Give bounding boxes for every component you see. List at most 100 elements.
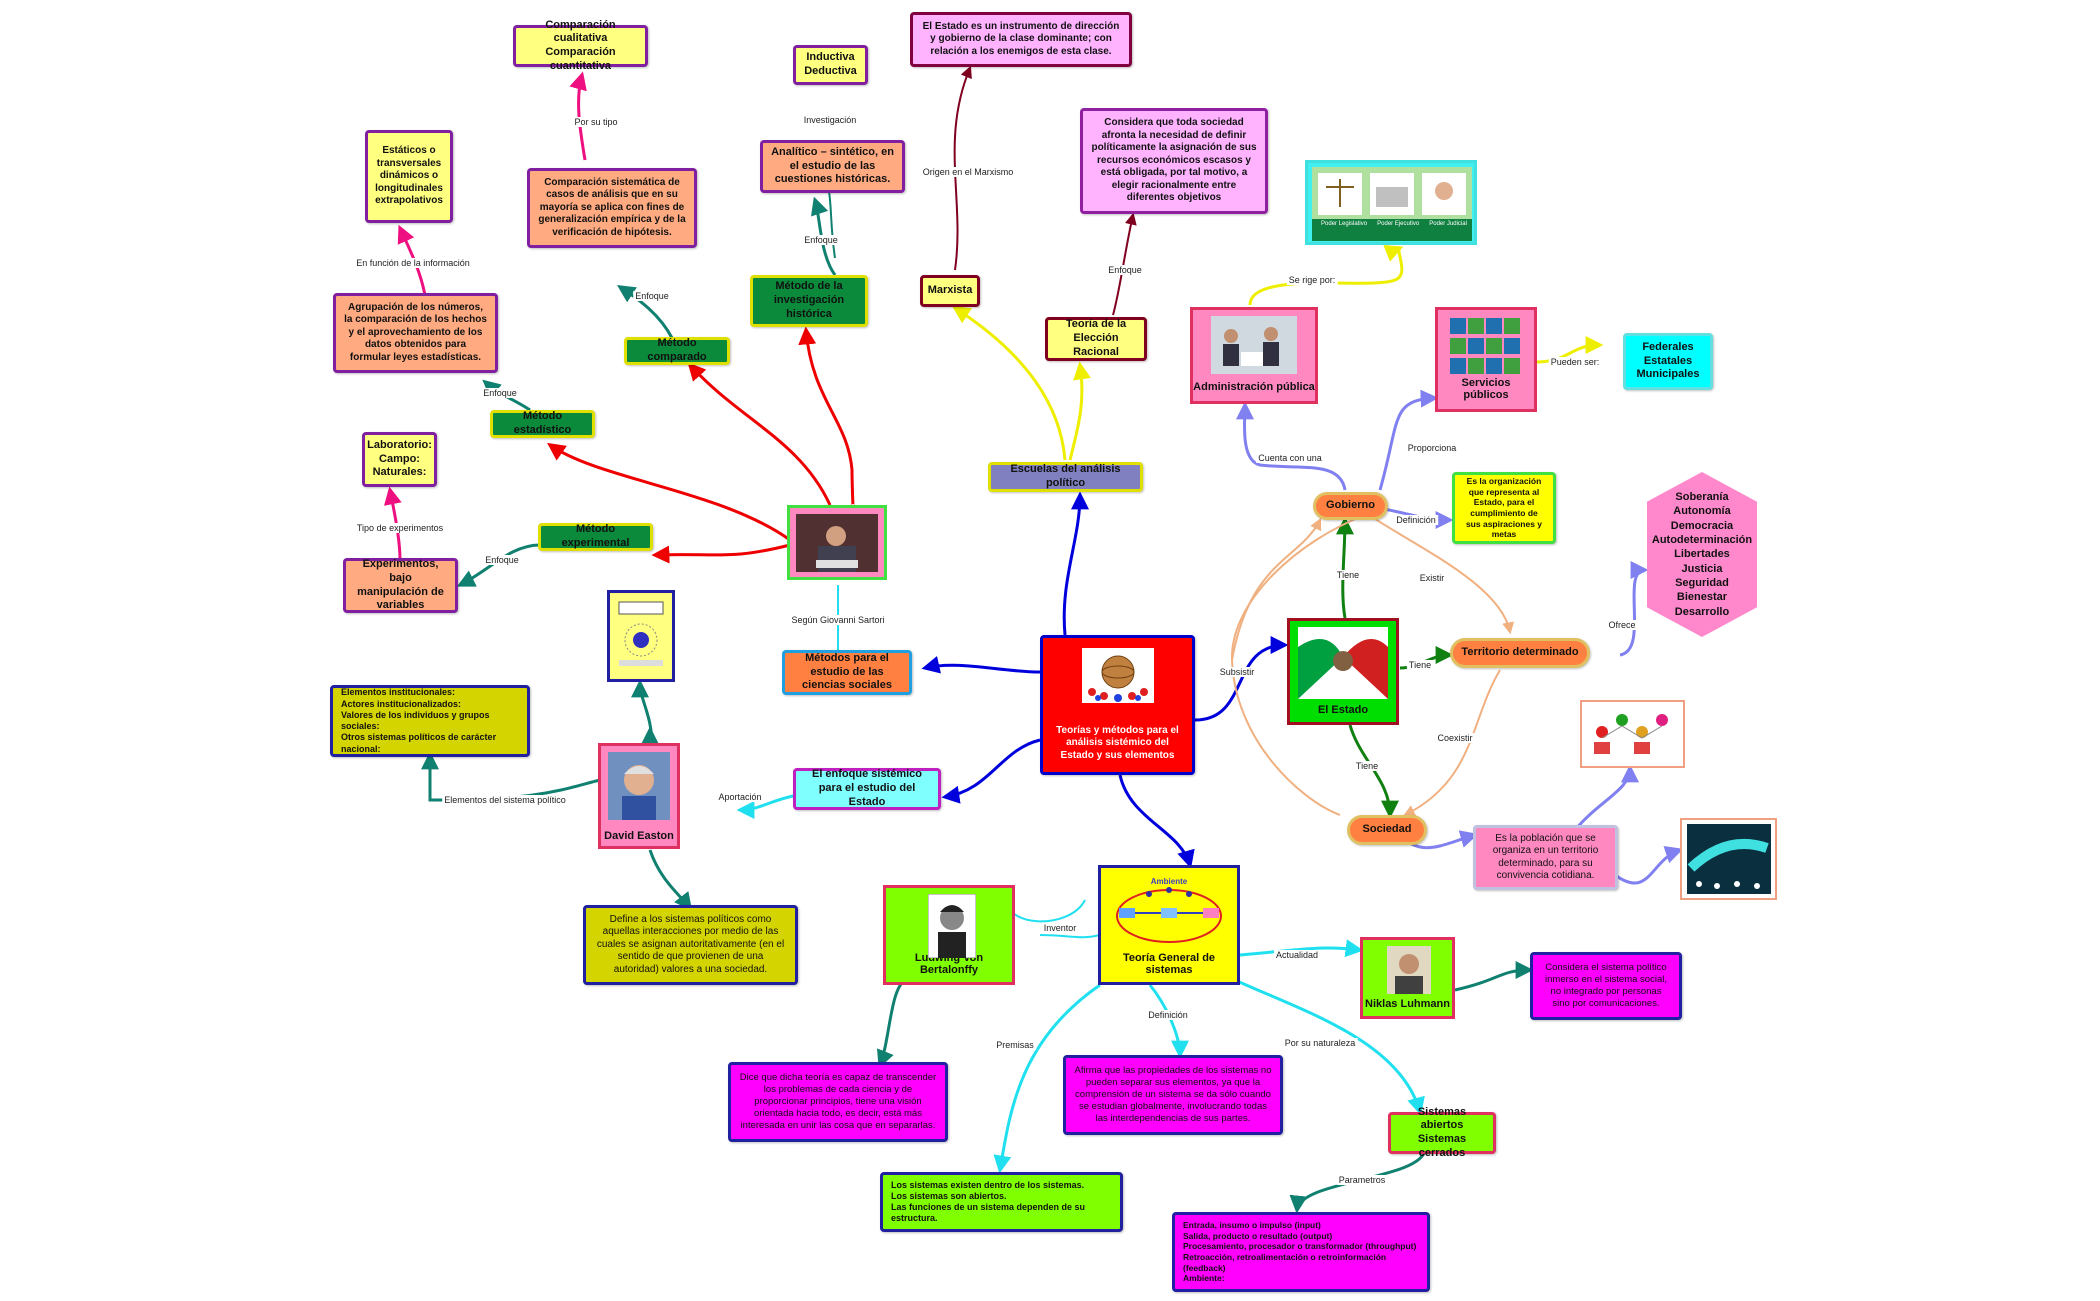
considera-sociedad-text: Considera que toda sociedad afronta la n… (1091, 117, 1257, 204)
comparacion-tipos-text: Comparación cualitativa Comparación cuan… (545, 18, 616, 72)
marxista-node[interactable]: Marxista (920, 275, 980, 307)
label-cuenta-con: Cuenta con una (1256, 453, 1324, 463)
analitico-node[interactable]: Analítico – sintético, en el estudio de … (760, 140, 905, 193)
define-sistemas-text: Define a los sistemas políticos como aqu… (596, 913, 785, 975)
agrupacion-text: Agrupación de los números, la comparació… (344, 301, 487, 363)
enfoque-sistemico-text: El enfoque sistémico para el estudio del… (811, 768, 923, 808)
central-topic-text: Teorías y métodos para el análisis sisté… (1056, 724, 1179, 761)
ambiente-caption: Ambiente (1151, 877, 1188, 886)
luhmann-node[interactable]: Niklas Luhmann (1360, 937, 1455, 1019)
enfoque-sistemico-node[interactable]: El enfoque sistémico para el estudio del… (793, 768, 941, 810)
label-actualidad: Actualidad (1273, 950, 1321, 960)
federales-node[interactable]: Federales Estatales Municipales (1623, 333, 1713, 390)
poder-judicial-label: Poder Judicial (1429, 221, 1467, 227)
metodo-estadistico-text: Método estadístico (513, 410, 572, 436)
metodo-historico-node[interactable]: Método de la investigación histórica (750, 275, 868, 327)
label-origen-marxismo: Origen en el Marxismo (920, 167, 1016, 177)
system-diagram-icon (618, 601, 664, 666)
laboratorio-node[interactable]: Laboratorio: Campo: Naturales: (362, 432, 437, 487)
label-tiene-gobierno: Tiene (1334, 570, 1362, 580)
label-parametros: Parametros (1336, 1175, 1388, 1185)
metodo-experimental-node[interactable]: Método experimental (538, 523, 653, 551)
estaticos-text: Estáticos o transversales dinámicos o lo… (375, 145, 443, 207)
eleccion-racional-text: Teoría de la Elección Racional (1065, 318, 1127, 358)
sociedad-node[interactable]: Sociedad (1347, 815, 1427, 845)
label-tiene-sociedad: Tiene (1353, 761, 1381, 771)
comparacion-sistematica-node[interactable]: Comparación sistemática de casos de anál… (527, 168, 697, 248)
teoria-general-text: Teoría General de sistemas (1122, 952, 1216, 976)
label-coexistir: Coexistir (1435, 733, 1475, 743)
office-meeting-icon (1211, 316, 1297, 374)
gobierno-node[interactable]: Gobierno (1313, 492, 1388, 520)
luhmann-portrait-icon (1387, 946, 1431, 994)
federales-text: Federales Estatales Municipales (1636, 340, 1700, 381)
luhmann-label: Niklas Luhmann (1365, 998, 1450, 1010)
experimentos-node[interactable]: Experimentos, bajo manipulación de varia… (343, 558, 458, 613)
agrupacion-node[interactable]: Agrupación de los números, la comparació… (333, 293, 498, 373)
poder-legislativo-label: Poder Legislativo (1321, 221, 1368, 227)
label-proporciona: Proporciona (1405, 443, 1459, 453)
define-sistemas-node[interactable]: Define a los sistemas políticos como aqu… (583, 905, 798, 985)
servicios-label: Servicios públicos (1461, 377, 1511, 401)
label-enfoque-eleccion: Enfoque (1106, 265, 1144, 275)
easton-portrait-icon (608, 752, 670, 820)
sartori-photo (787, 505, 887, 580)
comparacion-tipos-node[interactable]: Comparación cualitativa Comparación cuan… (513, 19, 648, 72)
poblacion-text: Es la población que se organiza en un te… (1492, 832, 1599, 882)
administracion-label: Administración pública (1193, 381, 1315, 393)
bertalanffy-node[interactable]: Ludwing Von Bertalonffy (883, 885, 1015, 985)
eleccion-racional-node[interactable]: Teoría de la Elección Racional (1045, 317, 1147, 361)
territorio-node[interactable]: Territorio determinado (1450, 638, 1590, 668)
metodo-comparado-text: Método comparado (647, 337, 707, 363)
metodo-historico-text: Método de la investigación histórica (773, 280, 845, 320)
premisas-text: Los sistemas existen dentro de los siste… (891, 1179, 1086, 1224)
estado-instrumento-node[interactable]: El Estado es un instrumento de dirección… (910, 12, 1132, 67)
sartori-portrait-icon (796, 514, 878, 572)
elementos-node[interactable]: Elementos institucionales: Actores insti… (330, 685, 530, 757)
gobierno-def-node[interactable]: Es la organización que representa al Est… (1452, 472, 1556, 544)
globe-people-icon (1082, 648, 1154, 703)
escuelas-node[interactable]: Escuelas del análisis político (988, 462, 1143, 492)
premisas-node[interactable]: Los sistemas existen dentro de los siste… (880, 1172, 1123, 1232)
poderes-image: Poder Legislativo Poder Ejecutivo Poder … (1305, 160, 1477, 245)
label-enfoque-comparado: Enfoque (633, 291, 671, 301)
escuelas-text: Escuelas del análisis político (1010, 463, 1121, 489)
soberania-hexagon[interactable]: Soberanía Autonomía Democracia Autodeter… (1647, 472, 1757, 637)
experimentos-text: Experimentos, bajo manipulación de varia… (357, 558, 444, 612)
central-topic[interactable]: Teorías y métodos para el análisis sisté… (1040, 635, 1195, 775)
estado-instrumento-text: El Estado es un instrumento de dirección… (922, 20, 1120, 57)
metodo-comparado-node[interactable]: Método comparado (624, 337, 730, 365)
analitico-text: Analítico – sintético, en el estudio de … (771, 145, 894, 186)
parametros-node[interactable]: Entrada, insumo o impulso (input) Salida… (1172, 1212, 1430, 1292)
el-estado-node[interactable]: El Estado (1287, 618, 1399, 725)
public-services-icon (1450, 318, 1520, 374)
teoria-general-node[interactable]: Ambiente Teoría General de sistemas (1098, 865, 1240, 985)
david-easton-photo[interactable]: David Easton (598, 743, 680, 849)
label-segun-sartori: Según Giovanni Sartori (789, 615, 887, 625)
three-powers-icon (1312, 167, 1472, 241)
inductiva-node[interactable]: Inductiva Deductiva (793, 45, 868, 85)
administracion-node[interactable]: Administración pública (1190, 307, 1318, 404)
marxista-text: Marxista (927, 284, 973, 297)
soberania-text: Soberanía Autonomía Democracia Autodeter… (1651, 491, 1753, 618)
luhmann-considera-text: Considera el sistema político inmerso en… (1545, 962, 1667, 1009)
gobierno-def-text: Es la organización que representa al Est… (1465, 476, 1543, 540)
luhmann-considera-node[interactable]: Considera el sistema político inmerso en… (1530, 952, 1682, 1020)
bertalanffy-portrait-icon (928, 894, 976, 958)
afirma-node[interactable]: Afirma que las propiedades de los sistem… (1063, 1055, 1283, 1135)
metodo-estadistico-node[interactable]: Método estadístico (490, 410, 595, 438)
poder-ejecutivo-label: Poder Ejecutivo (1377, 221, 1420, 227)
dice-teoria-node[interactable]: Dice que dicha teoría es capaz de transc… (728, 1062, 948, 1142)
abiertos-cerrados-node[interactable]: Sistemas abiertos Sistemas cerrados (1388, 1106, 1496, 1159)
poblacion-node[interactable]: Es la población que se organiza en un te… (1473, 825, 1618, 890)
laboratorio-text: Laboratorio: Campo: Naturales: (367, 438, 432, 479)
considera-sociedad-node[interactable]: Considera que toda sociedad afronta la n… (1080, 108, 1268, 214)
estaticos-node[interactable]: Estáticos o transversales dinámicos o lo… (365, 130, 453, 223)
abiertos-cerrados-text: Sistemas abiertos Sistemas cerrados (1417, 1105, 1467, 1159)
metodos-estudio-node[interactable]: Métodos para el estudio de las ciencias … (782, 650, 912, 695)
sociedad-text-image (1680, 818, 1777, 900)
servicios-node[interactable]: Servicios públicos (1435, 307, 1537, 412)
label-definicion-gobierno: Definición (1394, 515, 1438, 525)
label-subsistir: Subsistir (1217, 667, 1257, 677)
